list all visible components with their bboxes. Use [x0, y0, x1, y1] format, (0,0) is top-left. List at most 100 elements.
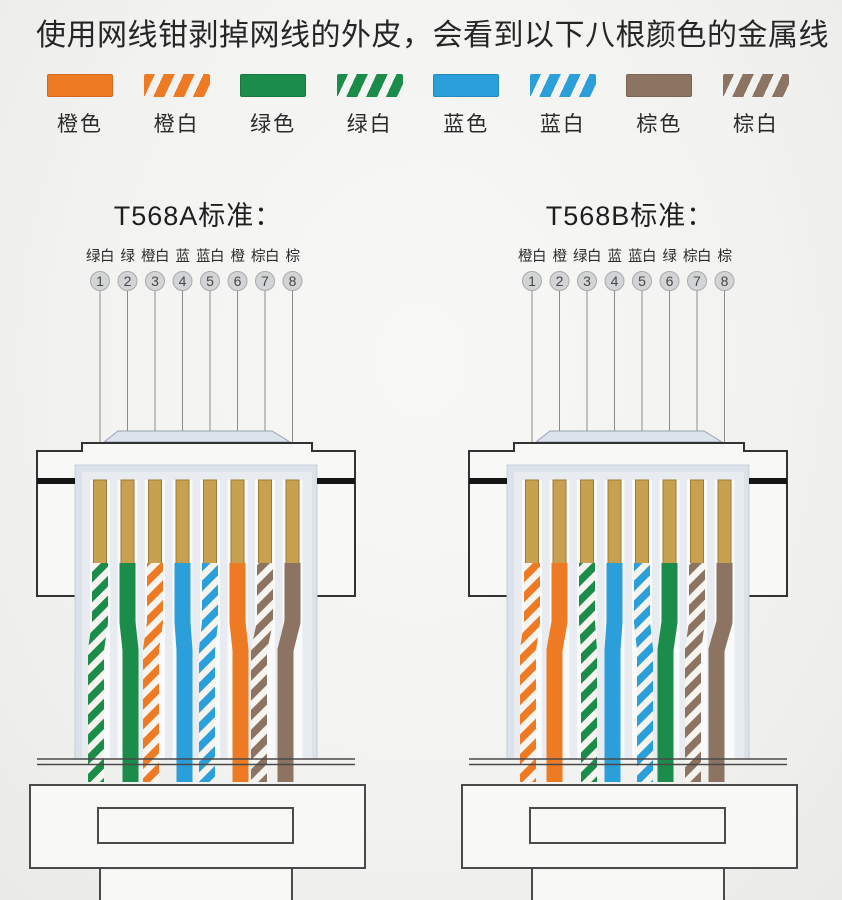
wire-blue-solid-pin4 [174, 563, 193, 782]
gold-pin-3 [580, 479, 594, 566]
pin-number-circle-7 [687, 271, 707, 291]
wire-orange-striped-pin1 [520, 563, 540, 782]
pin-number-circle-1 [90, 271, 110, 291]
gold-pin-3 [148, 479, 162, 566]
wire-green-striped-pin3 [579, 563, 597, 782]
legend-item-brown-striped: 棕白 [722, 74, 790, 138]
wire-name-label: 橙 [553, 248, 568, 265]
wire-blue-solid-pin4 [604, 563, 623, 782]
pin-number-text: 6 [234, 273, 242, 289]
wire-name-label: 棕 [718, 248, 732, 265]
pin-number-text: 3 [583, 273, 591, 289]
wire-green-solid-pin2 [119, 563, 139, 782]
pin-number-text: 5 [206, 273, 214, 289]
wire-brown-striped-pin7 [685, 563, 705, 782]
pin-number-text: 7 [693, 273, 701, 289]
standard-title-t568a: T568A标准： [113, 201, 283, 231]
latch-window [529, 807, 726, 844]
legend-label: 绿色 [250, 113, 297, 136]
gold-pin-1 [525, 479, 539, 566]
pin-number-text: 4 [179, 273, 187, 289]
cable-stem-sides [531, 869, 725, 900]
pin-number-circle-5 [200, 271, 220, 291]
legend-swatch-blue-solid [433, 74, 500, 97]
gold-pin-5 [635, 479, 649, 566]
gold-pin-6 [230, 479, 245, 566]
wire-blue-striped-pin5 [634, 563, 653, 782]
connector-latch-top [102, 430, 292, 443]
wire-green-striped-pin1 [88, 563, 108, 782]
pin-number-circle-3 [577, 271, 597, 291]
legend-swatch-blue-striped [529, 74, 596, 97]
pin-number-circle-2 [549, 271, 570, 291]
wire-name-label: 蓝白 [628, 248, 656, 265]
legend-swatch-green-striped [336, 74, 403, 97]
wire-orange-solid-pin6 [229, 563, 249, 782]
gold-pin-4 [175, 479, 190, 566]
legend-swatch-brown-solid [626, 74, 693, 97]
legend-label: 蓝色 [443, 113, 490, 136]
gold-pin-6 [662, 479, 677, 566]
pin-number-text: 2 [124, 273, 132, 289]
cable-stem [532, 870, 724, 900]
pin-number-text: 6 [666, 273, 674, 289]
pin-number-text: 2 [556, 273, 564, 289]
connector-latch-top [534, 430, 724, 443]
standard-title-t568b: T568B标准： [545, 201, 715, 231]
pin-number-text: 4 [611, 273, 619, 289]
pin-number-circle-4 [604, 271, 625, 291]
legend-swatch-orange-striped [143, 74, 210, 97]
wire-name-label: 橙 [231, 248, 246, 265]
wire-orange-solid-pin2 [546, 563, 568, 782]
latch-window [97, 807, 294, 844]
legend-item-green-solid: 绿色 [239, 74, 307, 138]
wire-name-label: 棕白 [683, 248, 711, 265]
gold-pin-5 [203, 479, 217, 566]
legend-label: 橙白 [153, 113, 200, 136]
wire-green-solid-pin6 [657, 563, 678, 782]
wire-name-label: 橙白 [518, 248, 546, 265]
pin-number-circle-3 [145, 271, 165, 291]
side-bar-right [749, 478, 787, 484]
pin-number-circle-1 [522, 271, 542, 291]
gold-pin-7 [258, 479, 272, 566]
pin-number-circle-6 [659, 271, 680, 291]
wire-name-label: 绿白 [86, 248, 114, 265]
wire-name-label: 绿 [663, 248, 678, 265]
cable-stem [100, 870, 292, 900]
side-bar-right [317, 478, 355, 484]
legend-swatch-orange-solid [47, 74, 113, 97]
pin-number-text: 7 [261, 273, 269, 289]
gold-pin-4 [607, 479, 622, 566]
wire-name-label: 绿 [121, 248, 136, 265]
gold-pin-1 [93, 479, 107, 566]
legend-label: 棕色 [636, 113, 683, 136]
pin-number-text: 8 [289, 273, 297, 289]
gold-pin-8 [717, 479, 732, 566]
legend-item-green-striped: 绿白 [336, 74, 404, 138]
wire-name-label: 橙白 [141, 248, 169, 265]
legend-item-blue-solid: 蓝色 [432, 74, 500, 138]
cable-stem-sides [99, 869, 293, 900]
legend-swatch-green-solid [240, 74, 307, 97]
page-title: 使用网线钳剥掉网线的外皮，会看到以下八根颜色的金属线 [36, 19, 829, 52]
gold-pin-8 [285, 479, 300, 566]
pin-number-circle-8 [714, 271, 735, 291]
gold-pin-2 [120, 479, 135, 566]
pin-number-circle-2 [117, 271, 138, 291]
pin-number-circle-7 [255, 271, 275, 291]
pin-number-text: 1 [96, 273, 104, 289]
pin-number-text: 5 [638, 273, 646, 289]
wire-name-label: 蓝白 [196, 248, 224, 265]
color-legend: 橙色橙白绿色绿白蓝色蓝白棕色棕白 [46, 74, 790, 138]
pin-number-circle-4 [172, 271, 193, 291]
wire-brown-striped-pin7 [251, 563, 273, 782]
wire-name-label: 蓝 [176, 248, 190, 265]
legend-label: 橙色 [57, 113, 103, 136]
gold-pin-2 [552, 479, 567, 566]
wire-brown-solid-pin8 [708, 563, 733, 782]
side-bar-left [469, 478, 507, 484]
legend-item-brown-solid: 棕色 [625, 74, 693, 138]
